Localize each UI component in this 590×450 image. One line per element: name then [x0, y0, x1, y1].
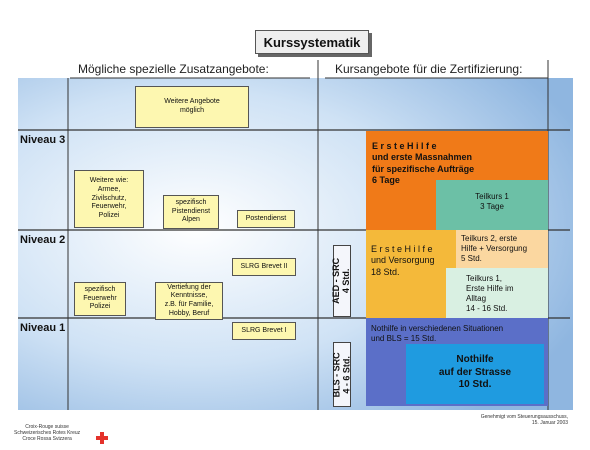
first-aid-care-text: E r s t e H i l f e und Versorgung 18 St… — [371, 244, 435, 277]
post-service-box: Postendienst — [237, 210, 295, 228]
aed-src-box: AED - SRC 4 Std. — [331, 245, 352, 317]
partial-course-1-3days-text: Teilkurs 1 3 Tage — [475, 192, 509, 211]
emergency-aid-text: Nothilfe in verschiedenen Situationen un… — [371, 324, 504, 343]
ski-patrol-box: spezifisch Pistendienst Alpen — [163, 195, 219, 229]
first-aid-special-text: E r s t e H i l f e und erste Massnahmen… — [372, 141, 475, 185]
bls-src-label: BLS - SRC 4 - 6 Std. — [331, 352, 351, 397]
logo-line-fr: Croix-Rouge suisse — [25, 424, 69, 430]
aed-src-label: AED - SRC 4 Std. — [331, 257, 352, 305]
logo-line-it: Croce Rossa Svizzera — [22, 436, 72, 442]
military-civil-box: Weitere wie: Armee, Zivilschutz, Feuerwe… — [74, 170, 144, 228]
road-emergency-block: Nothilfe auf der Strasse 10 Std. — [406, 344, 544, 404]
first-aid-care-block: E r s t e H i l f e und Versorgung 18 St… — [366, 230, 456, 318]
right-heading: Kursangebote für die Zertifizierung: — [335, 62, 523, 76]
slrg-brevet-2-box: SLRG Brevet II — [232, 258, 296, 276]
fire-police-box: spezifisch Feuerwehr Polizei — [74, 282, 126, 316]
level-1-label: Niveau 1 — [20, 322, 66, 334]
partial-course-1-everyday-text: Teilkurs 1, Erste Hilfe im Alltag 14 - 1… — [466, 274, 514, 313]
partial-course-1-3days: Teilkurs 1 3 Tage — [436, 180, 548, 230]
level-2-label: Niveau 2 — [20, 234, 66, 246]
left-heading: Mögliche spezielle Zusatzangebote: — [78, 62, 269, 76]
partial-course-1-everyday-block: Teilkurs 1, Erste Hilfe im Alltag 14 - 1… — [446, 268, 548, 318]
road-emergency-text: Nothilfe auf der Strasse 10 Std. — [438, 354, 512, 390]
partial-course-2-block: Teilkurs 2, erste Hilfe + Versorgung 5 S… — [456, 230, 548, 268]
approval-footnote: Genehmigt vom Steuerungsausschuss, 15. J… — [480, 414, 568, 426]
red-cross-logo-text: Croix-Rouge suisse Schweizerisches Rotes… — [14, 424, 80, 442]
deepening-box: Vertiefung der Kenntnisse, z.B. für Fami… — [155, 282, 223, 320]
more-offers-box: Weitere Angebote möglich — [135, 86, 249, 128]
partial-course-2-text: Teilkurs 2, erste Hilfe + Versorgung 5 S… — [461, 234, 528, 263]
red-cross-icon — [96, 432, 108, 444]
level-3-label: Niveau 3 — [20, 134, 66, 146]
diagram-title: Kurssystematik — [255, 30, 369, 54]
bls-src-box: BLS - SRC 4 - 6 Std. — [331, 342, 351, 407]
slrg-brevet-1-box: SLRG Brevet I — [232, 322, 296, 340]
logo-line-de: Schweizerisches Rotes Kreuz — [14, 430, 81, 436]
